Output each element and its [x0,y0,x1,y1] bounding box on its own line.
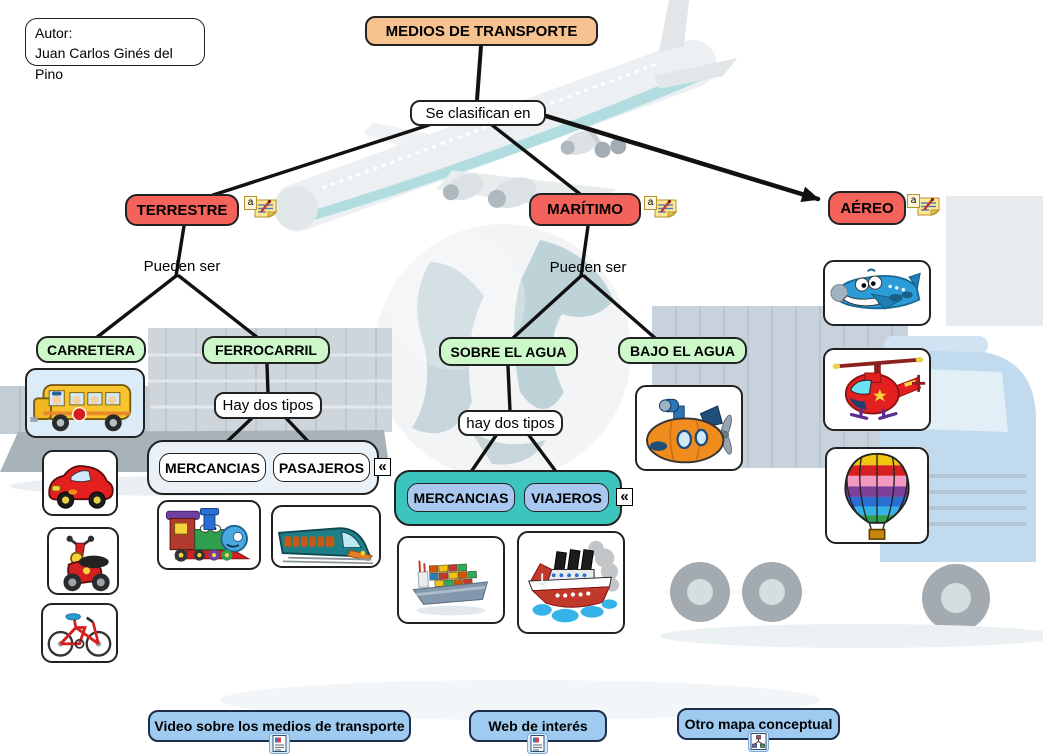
node-terrestre[interactable]: TERRESTRE [125,194,239,226]
node-sobre-el-agua[interactable]: SOBRE EL AGUA [439,337,578,366]
linkphrase-se-clasifican-en[interactable]: Se clasifican en [410,100,546,126]
maritimo-annotation-icon[interactable]: a [644,196,678,219]
image-red-bicycle[interactable] [41,603,118,663]
linkphrase-hay-dos-tipos-agua[interactable]: hay dos tipos [458,410,563,436]
terrestre-annotation-icon[interactable]: a [244,196,278,219]
steam-locomotive-drawing [165,507,251,562]
node-mercancias-agua[interactable]: MERCANCIAS [407,483,515,512]
image-steam-locomotive[interactable] [157,500,261,570]
webpage-icon[interactable] [269,733,290,754]
annotation-letter: a [644,196,657,210]
image-cartoon-airplane[interactable] [823,260,931,326]
linkphrase-pueden-ser-terrestre[interactable]: Pueden ser [143,257,221,275]
node-viajeros[interactable]: VIAJEROS [524,483,609,512]
school-bus-drawing [30,384,132,432]
webpage-icon[interactable] [527,733,548,754]
cruise-ship-drawing [528,540,620,623]
linkphrase-pueden-ser-maritimo[interactable]: Pueden ser [549,258,627,276]
image-orange-submarine[interactable] [635,385,743,471]
concept-map-icon[interactable] [748,731,769,752]
cartoon-airplane-drawing [830,268,921,310]
note-pencil-icon [917,197,941,216]
image-red-car[interactable] [42,450,118,516]
annotation-letter: a [244,196,257,210]
author-label: Autor: [35,25,73,41]
author-name: Juan Carlos Ginés del Pino [35,45,173,82]
author-box: Autor: Juan Carlos Ginés del Pino [25,18,205,82]
passenger-train-drawing [277,527,374,565]
annotation-letter: a [907,194,920,208]
node-carretera[interactable]: CARRETERA [36,336,146,363]
image-school-bus[interactable] [25,368,145,438]
image-red-scooter[interactable] [47,527,119,595]
note-pencil-icon [254,199,278,218]
red-bicycle-drawing [47,613,112,657]
hot-air-balloon-drawing [844,452,910,540]
aereo-annotation-icon[interactable]: a [907,194,941,217]
link-video-medios-transporte[interactable]: Video sobre los medios de transporte [148,710,411,742]
node-medios-de-transporte[interactable]: MEDIOS DE TRANSPORTE [365,16,598,46]
submarine-drawing [646,398,732,464]
image-container-cargo-ship[interactable] [397,536,505,624]
image-passenger-train[interactable] [271,505,381,568]
cargo-ship-drawing [412,560,489,616]
image-steam-cruise-ship[interactable] [517,531,625,634]
node-maritimo[interactable]: MARÍTIMO [529,193,641,226]
node-pasajeros[interactable]: PASAJEROS [273,453,370,482]
linkphrase-hay-dos-tipos-tren[interactable]: Hay dos tipos [214,392,322,419]
node-aereo[interactable]: AÉREO [828,191,906,225]
helicopter-drawing [832,356,926,420]
note-pencil-icon [654,199,678,218]
collapse-icon-rail[interactable]: « [374,458,391,476]
node-mercancias-tren[interactable]: MERCANCIAS [159,453,266,482]
node-bajo-el-agua[interactable]: BAJO EL AGUA [618,337,747,364]
collapse-icon-sea[interactable]: « [616,488,633,506]
red-scooter-drawing [63,535,110,592]
node-ferrocarril[interactable]: FERROCARRIL [202,336,330,364]
image-red-helicopter[interactable] [823,348,931,431]
background-airplane [273,0,738,232]
image-hot-air-balloon[interactable] [825,447,929,544]
red-car-drawing [48,465,114,509]
